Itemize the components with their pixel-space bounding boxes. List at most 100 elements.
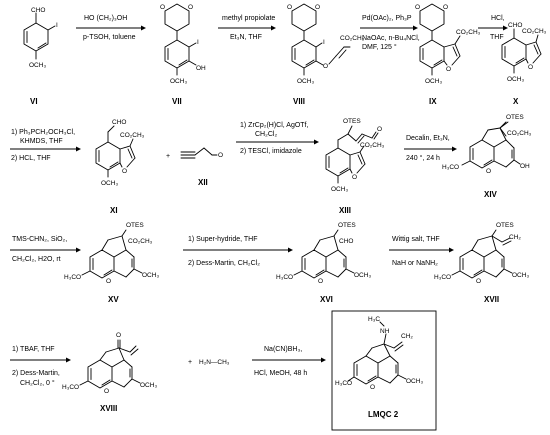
- reagent-line: HCl,: [491, 15, 505, 22]
- label-och3: OCH₃: [507, 76, 524, 83]
- compound-label-xv: XV: [108, 295, 119, 304]
- label-h3co: H₃CO: [335, 380, 352, 387]
- label-h3co: H₃CO: [434, 274, 451, 281]
- label-o: O: [443, 4, 448, 11]
- reagent-line: 1) Ph₃PCH₂OCH₃Cl,: [11, 129, 75, 136]
- label-i: I: [197, 39, 199, 46]
- label-cho: CHO: [508, 22, 522, 29]
- reagent-line: 1) Super-hydride, THF: [188, 236, 258, 243]
- compound-xviii: O O OCH₃ H₃CO XVIII: [62, 332, 157, 413]
- reagent-line: CH₂Cl₂, 0 °: [20, 379, 55, 387]
- compound-x: CHO O CO₂CH₃ OCH₃ X: [501, 22, 547, 106]
- step-4: HCl, THF: [478, 15, 508, 41]
- target-box: [331, 310, 437, 431]
- label-o: O: [323, 63, 328, 70]
- label-o: O: [116, 332, 121, 339]
- label-cho: CHO: [112, 119, 126, 126]
- label-och3: OCH₃: [331, 186, 348, 193]
- compound-vii: O O I OH OCH₃ VII: [160, 3, 206, 106]
- label-h3co: H₃CO: [62, 384, 79, 391]
- label-och3: OCH₃: [297, 78, 314, 85]
- label-o: O: [218, 152, 223, 159]
- label-otes: OTES: [496, 222, 514, 229]
- step-6: 1) ZrCp₂(H)Cl, AgOTf, CH₂Cl₂ 2) TESCl, i…: [236, 122, 319, 155]
- label-och3: OCH₃: [29, 62, 46, 69]
- label-o: O: [446, 66, 451, 73]
- compound-lmqc-2: H₃C NH CH₂ O OCH₃ H₃CO LMQC 2: [331, 310, 437, 431]
- compound-label-xvi: XVI: [320, 295, 333, 304]
- label-och3: OCH₃: [425, 78, 442, 85]
- label-o: O: [415, 4, 420, 11]
- compound-xv: OTES CO₂CH₃ O OCH₃ H₃CO XV: [64, 222, 159, 304]
- label-o: O: [160, 4, 165, 11]
- compound-xiv: OTES CO₂CH₃ OH O H₃CO XIV: [442, 114, 532, 199]
- compound-label-xii: XII: [198, 178, 208, 187]
- label-o: O: [104, 388, 109, 395]
- compound-vi: CHO I OCH₃ VI: [23, 7, 58, 106]
- label-och3: OCH₃: [512, 272, 529, 279]
- reagent-line: Pd(OAc)₂, Ph₃P: [362, 15, 412, 22]
- reagent-line: CH₂Cl₂: [255, 131, 277, 138]
- label-ch2: CH₂: [401, 333, 413, 340]
- compound-xvi: OTES CHO O OCH₃ H₃CO XVI: [276, 222, 371, 304]
- step-9: 1) Super-hydride, THF 2) Dess-Martin, CH…: [183, 236, 293, 267]
- label-h3co: H₃CO: [64, 274, 81, 281]
- reagent-line: 1) TBAF, THF: [12, 346, 55, 353]
- label-o: O: [106, 278, 111, 285]
- compound-label-viii: VIII: [293, 97, 305, 106]
- reagent-line: CH₂Cl₂, H2O, rt: [12, 256, 61, 263]
- label-co2ch3: CO₂CH₃: [128, 238, 153, 245]
- label-otes: OTES: [126, 222, 144, 229]
- label-oh: OH: [520, 163, 530, 170]
- label-ch2: CH₂: [509, 234, 521, 241]
- compound-xiii: OTES O O CO₂CH₃ OCH₃ XIII: [325, 118, 385, 215]
- label-och3: OCH₃: [142, 272, 159, 279]
- step-1: HO (CH₂)₃OH p-TSOH, toluene: [76, 15, 146, 41]
- compound-ix: O O O CO₂CH₃ OCH₃ IX: [415, 3, 481, 106]
- label-o: O: [318, 278, 323, 285]
- label-o: O: [287, 4, 292, 11]
- compound-label-xiv: XIV: [484, 190, 498, 199]
- label-co2ch3: CO₂CH₃: [456, 29, 481, 36]
- compound-label-xviii: XVIII: [100, 404, 117, 413]
- reagent-line: p-TSOH, toluene: [83, 34, 136, 41]
- label-o: O: [188, 4, 193, 11]
- reagent-line: 2) HCL, THF: [11, 155, 51, 162]
- label-o: O: [486, 168, 491, 175]
- label-co2ch3: CO₂CH₃: [507, 130, 532, 137]
- label-o: O: [476, 278, 481, 285]
- reagent-line: 240 °, 24 h: [406, 154, 440, 162]
- label-otes: OTES: [338, 222, 356, 229]
- label-i: I: [56, 22, 58, 29]
- compound-label-vi: VI: [30, 97, 38, 106]
- reagent-line: methyl propiolate: [222, 15, 275, 22]
- label-o: O: [377, 126, 382, 133]
- compound-xi: CHO O CO₂CH₃ OCH₃ XI: [95, 119, 145, 215]
- reagent-line: Decalin, Et₃N,: [406, 135, 450, 142]
- plus-sign: +: [188, 359, 192, 366]
- reagent-line: Et₃N, THF: [230, 34, 262, 41]
- methylamine: H₂N—CH₃: [199, 359, 230, 366]
- label-och3: OCH₃: [406, 378, 423, 385]
- label-oh: OH: [196, 65, 206, 72]
- reagent-line: NaH or NaNH₂: [392, 260, 438, 267]
- reagent-line: 2) Dess-Martin,: [12, 370, 60, 377]
- label-h3co: H₃CO: [276, 274, 293, 281]
- step-8: TMS-CHN₂, SiO₂, CH₂Cl₂, H2O, rt: [10, 236, 81, 263]
- step-10: Wittig salt, THF NaH or NaNH₂: [389, 236, 454, 267]
- compound-viii: O O I O CO₂CH₃ OCH₃ VIII: [287, 3, 365, 106]
- reagent-line: THF: [490, 34, 504, 41]
- label-co2ch3: CO₂CH₃: [120, 132, 145, 139]
- reagent-line: 1) ZrCp₂(H)Cl, AgOTf,: [240, 122, 309, 129]
- label-o: O: [315, 4, 320, 11]
- compound-xii: O XII: [180, 147, 223, 187]
- compound-label-xiii: XIII: [339, 206, 351, 215]
- compound-label-xvii: XVII: [484, 295, 499, 304]
- step-7: Decalin, Et₃N, 240 °, 24 h: [404, 135, 457, 162]
- label-h3co: H₃CO: [442, 164, 459, 171]
- label-och3: OCH₃: [170, 78, 187, 85]
- reagent-line: 2) Dess-Martin, CH₂Cl₂: [188, 260, 260, 267]
- reagent-line: KHMDS, THF: [20, 138, 63, 145]
- step-3: Pd(OAc)₂, Ph₃P NaOAc, n-Bu₄NCl, DMF, 125…: [360, 15, 420, 51]
